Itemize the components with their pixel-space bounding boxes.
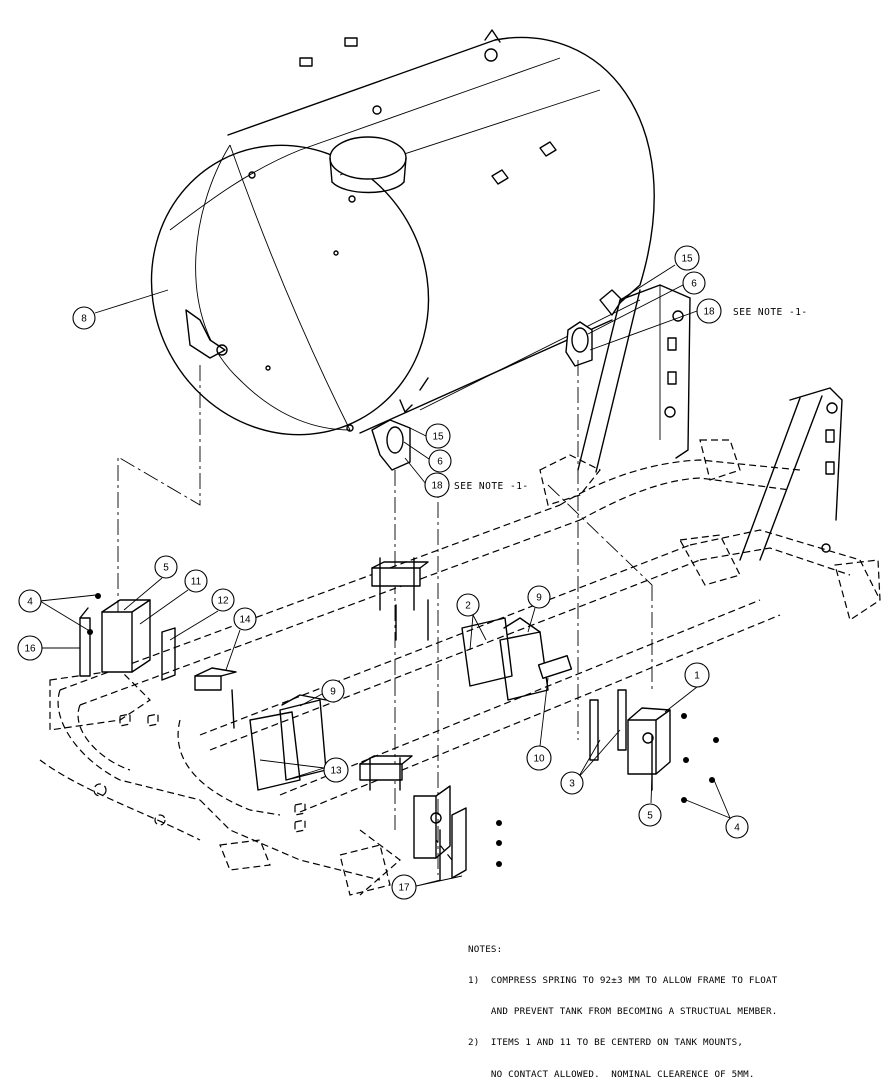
svg-text:4: 4 xyxy=(734,823,740,834)
note-line: 2) ITEMS 1 AND 11 TO BE CENTERD ON TANK … xyxy=(468,1037,744,1049)
svg-text:9: 9 xyxy=(536,593,542,604)
fill-opening xyxy=(329,136,407,194)
balloon-5-upper: 5 xyxy=(154,555,178,579)
svg-text:8: 8 xyxy=(81,314,87,325)
balloon-3: 3 xyxy=(560,771,584,795)
balloon-10: 10 xyxy=(526,745,552,771)
balloon-5-lower: 5 xyxy=(638,803,662,827)
svg-text:10: 10 xyxy=(533,754,545,765)
balloon-12: 12 xyxy=(211,588,235,612)
centre-mounts xyxy=(359,557,502,881)
balloon-15-upper: 15 xyxy=(674,245,700,271)
balloon-6-lower: 6 xyxy=(428,449,452,473)
svg-text:9: 9 xyxy=(330,687,336,698)
balloon-4-left: 4 xyxy=(18,589,42,613)
svg-text:2: 2 xyxy=(465,601,471,612)
svg-text:3: 3 xyxy=(569,779,575,790)
balloon-15-lower: 15 xyxy=(425,423,451,449)
svg-text:12: 12 xyxy=(217,596,229,607)
balloon-18-upper: 18 xyxy=(696,298,722,324)
svg-text:6: 6 xyxy=(691,279,697,290)
svg-text:6: 6 xyxy=(437,457,443,468)
svg-text:18: 18 xyxy=(431,481,443,492)
balloon-16: 16 xyxy=(17,635,43,661)
u-bolts xyxy=(249,617,573,791)
svg-text:15: 15 xyxy=(432,432,444,443)
balloon-4-right: 4 xyxy=(725,815,749,839)
front-left-mount xyxy=(79,593,237,729)
svg-text:16: 16 xyxy=(24,644,36,655)
balloon-6-upper: 6 xyxy=(682,271,706,295)
balloon-2: 2 xyxy=(456,593,480,617)
rear-upright xyxy=(577,284,843,561)
note-line: 1) COMPRESS SPRING TO 92±3 MM TO ALLOW F… xyxy=(468,975,778,987)
svg-text:17: 17 xyxy=(398,883,410,894)
svg-text:14: 14 xyxy=(239,615,251,626)
notes-heading: NOTES: xyxy=(468,943,503,955)
note-line: NO CONTACT ALLOWED. NOMINAL CLEARENCE OF… xyxy=(468,1068,755,1080)
balloon-11: 11 xyxy=(184,569,208,593)
svg-text:11: 11 xyxy=(191,577,202,588)
balloon-17: 17 xyxy=(391,874,417,900)
see-note-upper: SEE NOTE -1- xyxy=(733,307,808,318)
balloon-label: 1 xyxy=(694,671,700,682)
balloon-13: 13 xyxy=(323,757,349,783)
rear-right-mount xyxy=(589,689,719,803)
exploded-assembly-drawing: 1 2 3 4 4 5 5 6 6 8 9 9 10 xyxy=(17,29,881,900)
svg-text:15: 15 xyxy=(681,254,693,265)
balloon-9-upper: 9 xyxy=(527,585,551,609)
svg-text:18: 18 xyxy=(703,307,715,318)
svg-text:5: 5 xyxy=(163,563,169,574)
svg-text:5: 5 xyxy=(647,811,653,822)
svg-text:13: 13 xyxy=(330,766,342,777)
item-balloons: 1 2 3 4 4 5 5 6 6 8 9 9 10 xyxy=(17,245,749,900)
balloon-18-lower: 18 xyxy=(424,472,450,498)
notes-block: NOTES: 1) COMPRESS SPRING TO 92±3 MM TO … xyxy=(468,924,888,1091)
balloon-14: 14 xyxy=(233,607,257,631)
note-line: AND PREVENT TANK FROM BECOMING A STRUCTU… xyxy=(468,1006,778,1018)
see-note-lower: SEE NOTE -1- xyxy=(454,481,529,492)
tank xyxy=(150,29,655,471)
balloon-1: 1 xyxy=(684,662,710,688)
balloon-8: 8 xyxy=(72,306,96,330)
balloon-9-lower: 9 xyxy=(321,679,345,703)
svg-text:4: 4 xyxy=(27,597,33,608)
